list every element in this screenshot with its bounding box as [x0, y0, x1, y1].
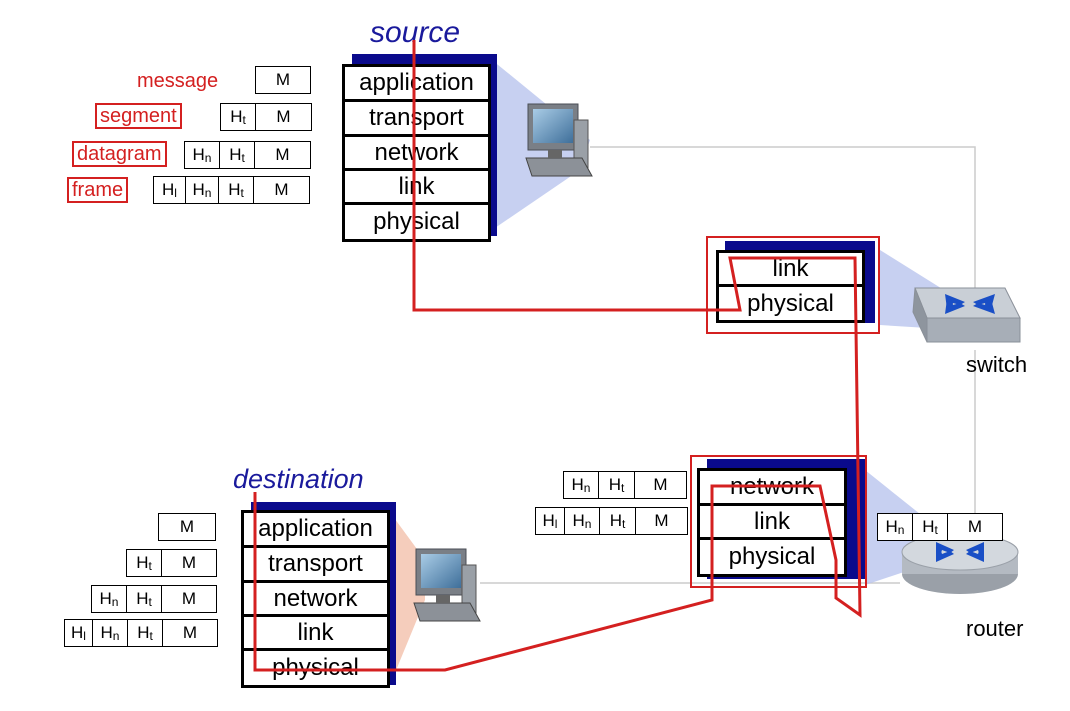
destination-layer-physical: physical — [272, 654, 359, 681]
dest-header-message: M — [158, 513, 216, 541]
source-title: source — [370, 16, 461, 49]
source-layer-physical: physical — [373, 208, 460, 235]
destination-layer-link: link — [244, 617, 387, 651]
source-layer-link: link — [345, 171, 488, 205]
label-frame: frame — [67, 177, 129, 203]
cell-m: M — [255, 66, 311, 94]
destination-layer-application: application — [244, 513, 387, 548]
cell-m: M — [947, 513, 1003, 541]
switch-highlight-box — [706, 236, 880, 334]
source-layer-transport: transport — [345, 102, 488, 137]
cell-m: M — [161, 549, 217, 577]
cell-m: M — [162, 619, 218, 647]
cell-m: M — [158, 513, 216, 541]
cell-m: M — [635, 507, 688, 535]
switch-icon — [912, 287, 1021, 343]
source-stack: application transport network link physi… — [342, 64, 491, 242]
header-message: M — [255, 66, 311, 94]
router-highlight-box — [690, 455, 867, 588]
label-datagram: datagram — [72, 141, 167, 167]
cell-m: M — [255, 103, 312, 131]
label-segment: segment — [95, 103, 182, 129]
router-icon — [901, 533, 1019, 594]
label-message: message — [137, 70, 219, 92]
source-layer-application: application — [345, 67, 488, 102]
destination-title: destination — [233, 464, 364, 494]
cell-m: M — [161, 585, 217, 613]
cell-m: M — [253, 176, 310, 204]
cell-m: M — [634, 471, 687, 499]
destination-stack: application transport network link physi… — [241, 510, 390, 688]
router-label: router — [966, 616, 1024, 641]
destination-layer-network: network — [244, 583, 387, 617]
cell-m: M — [254, 141, 311, 169]
destination-computer-icon — [413, 548, 481, 622]
source-layer-network: network — [345, 137, 488, 171]
destination-layer-transport: transport — [244, 548, 387, 583]
source-computer-icon — [525, 103, 593, 177]
switch-label: switch — [966, 352, 1028, 377]
